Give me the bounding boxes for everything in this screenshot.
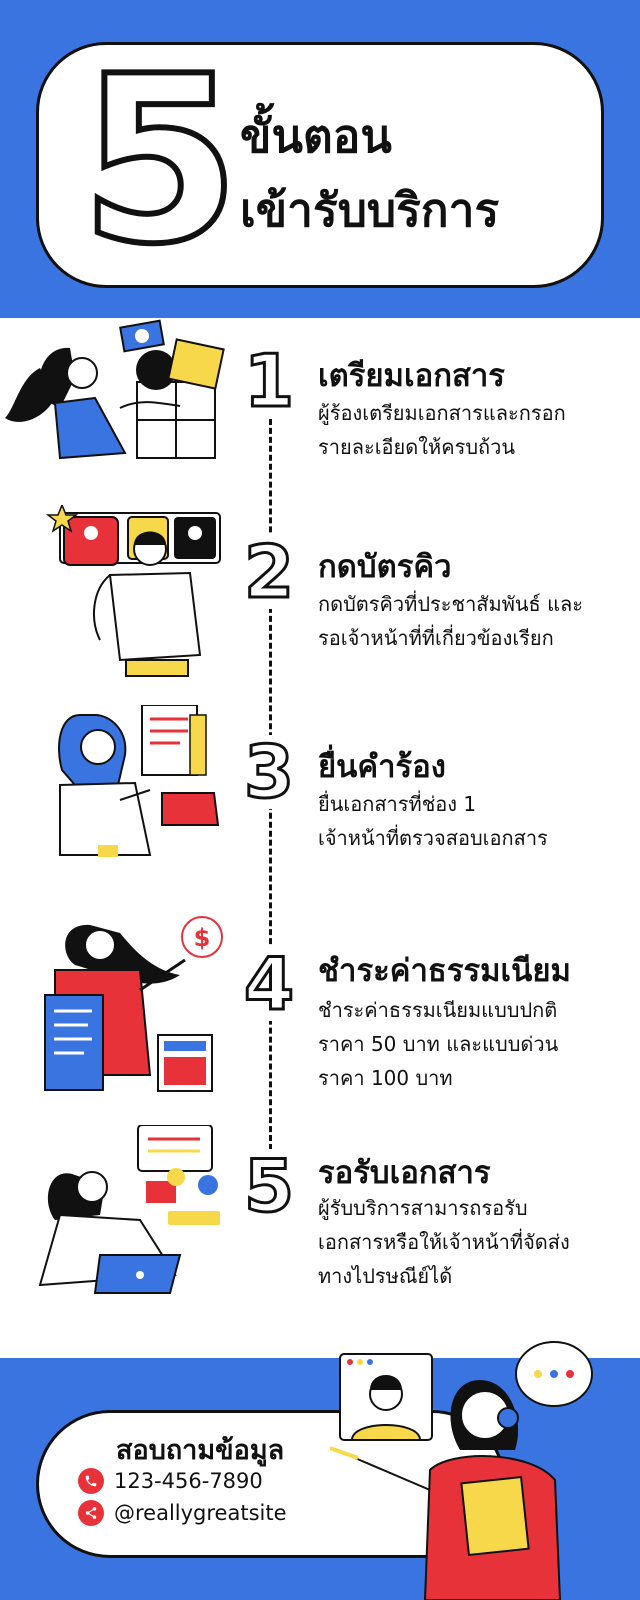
step-2-number: 2: [238, 534, 300, 611]
woman-paying-fee-illustration: $: [44, 916, 223, 1092]
contact-phone-row[interactable]: 123-456-7890: [78, 1466, 263, 1496]
share-icon: [78, 1500, 104, 1526]
step-2-title: กดบัตรคิว: [318, 549, 452, 585]
step-4-desc-line-2: ราคา 50 บาท และแบบด่วน: [318, 1032, 559, 1056]
step-3-desc-line-1: ยื่นเอกสารที่ช่อง 1: [318, 792, 477, 816]
step-4-number: 4: [238, 946, 300, 1023]
step-5-number: 5: [238, 1148, 300, 1225]
woman-submitting-request-illustration: [58, 705, 220, 857]
phone-icon: [78, 1468, 104, 1494]
step-3-desc-line-2: เจ้าหน้าที่ตรวจสอบเอกสาร: [318, 826, 548, 850]
step-2-desc-line-2: รอเจ้าหน้าที่ที่เกี่ยวข้องเรียก: [318, 626, 554, 650]
step-5-desc-line-3: ทางไปรษณีย์ได้: [318, 1264, 453, 1288]
contact-title: สอบถามข้อมูล: [116, 1435, 285, 1466]
woman-waiting-documents-illustration: [38, 1125, 220, 1294]
call-center-agent-illustration: [330, 1341, 593, 1600]
contact-social-row[interactable]: @reallygreatsite: [78, 1498, 287, 1528]
social-handle: @reallygreatsite: [114, 1501, 287, 1525]
step-4-title: ชำระค่าธรรมเนียม: [318, 953, 571, 989]
title-line-1: ขั้นตอน: [240, 109, 392, 163]
phone-number: 123-456-7890: [114, 1469, 263, 1493]
step-5-title: รอรับเอกสาร: [318, 1155, 491, 1191]
woman-with-documents-illustration: [5, 319, 225, 460]
queue-ticket-illustration: [45, 505, 221, 677]
step-1-desc-line-2: รายละเอียดให้ครบถ้วน: [318, 435, 516, 459]
step-2-desc-line-1: กดบัตรคิวที่ประชาสัมพันธ์ และ: [318, 592, 583, 616]
title-card: [36, 42, 604, 288]
step-5-desc-line-2: เอกสารหรือให้เจ้าหน้าที่จัดส่ง: [318, 1230, 570, 1254]
step-3-number: 3: [238, 734, 300, 811]
title-number: 5: [77, 28, 243, 295]
step-4-desc-line-3: ราคา 100 บาท: [318, 1066, 453, 1090]
title-line-2: เข้ารับบริการ: [240, 183, 500, 237]
step-4-desc-line-1: ชำระค่าธรรมเนียมแบบปกติ: [318, 998, 558, 1022]
step-1-title: เตรียมเอกสาร: [318, 358, 505, 394]
step-3-title: ยื่นคำร้อง: [318, 749, 446, 785]
svg-text:$: $: [194, 924, 211, 952]
step-5-desc-line-1: ผู้รับบริการสามารถรอรับ: [318, 1196, 528, 1220]
step-1-desc-line-1: ผู้ร้องเตรียมเอกสารและกรอก: [318, 401, 566, 425]
step-1-number: 1: [238, 343, 300, 420]
